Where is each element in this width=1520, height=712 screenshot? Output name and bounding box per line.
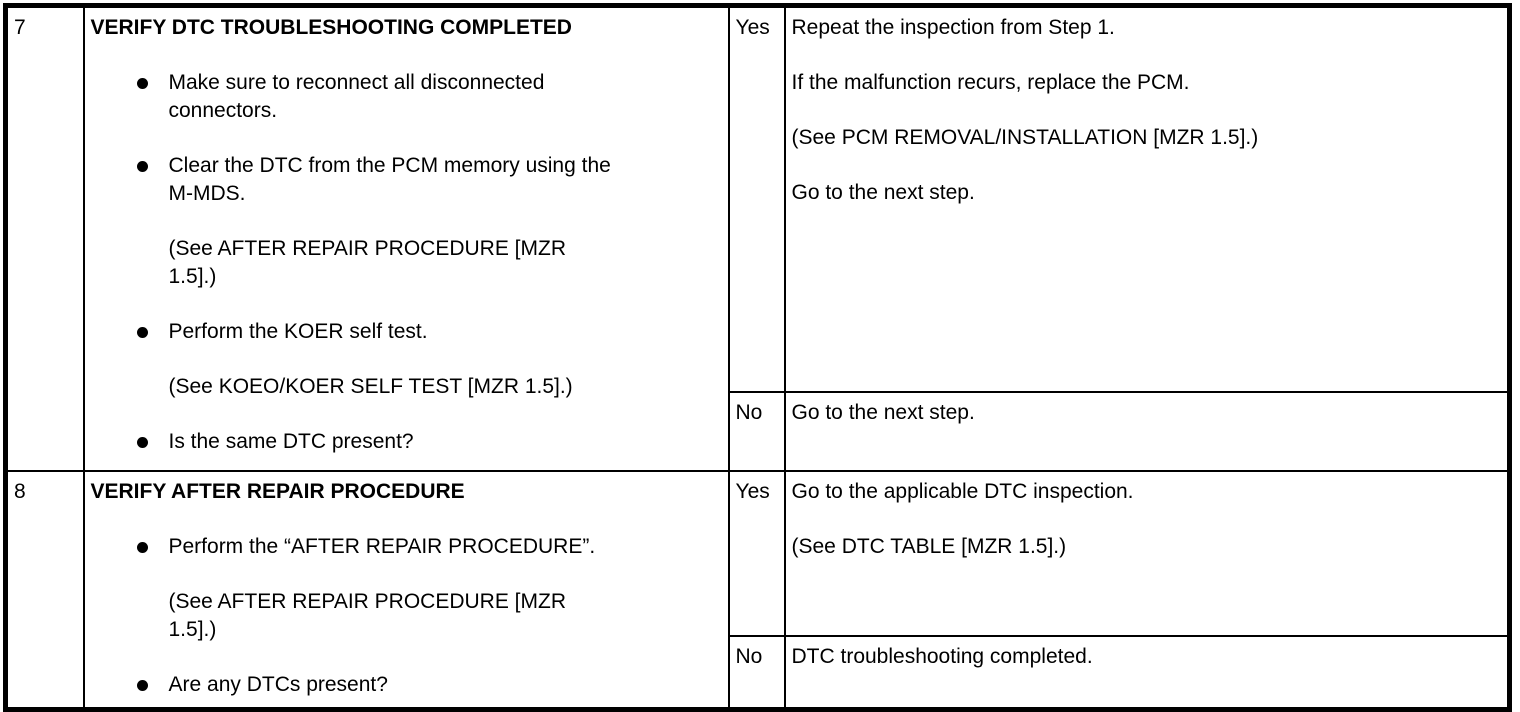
action-line: (See DTC TABLE [MZR 1.5].) xyxy=(791,534,1067,558)
list-item: Clear the DTC from the PCM memory using … xyxy=(135,152,724,208)
action-line: Go to the next step. xyxy=(791,181,975,204)
answer-label: No xyxy=(735,644,763,668)
list-item-text: Clear the DTC from the PCM memory using … xyxy=(168,154,611,205)
list-item: Perform the “AFTER REPAIR PROCEDURE”. xyxy=(135,533,724,561)
list-item: Perform the KOER self test. xyxy=(135,318,724,346)
inspection-cell: VERIFY AFTER REPAIR PROCEDURE Perform th… xyxy=(82,469,730,711)
action-line: Go to the applicable DTC inspection. xyxy=(791,479,1134,503)
list-item: Are any DTCs present? xyxy=(135,671,724,699)
action-cell: DTC troubleshooting completed. xyxy=(783,634,1511,711)
bullet-icon xyxy=(135,318,169,346)
action-cell: Go to the next step. xyxy=(783,390,1511,472)
answer-cell-no: No xyxy=(727,390,786,472)
step-number-cell: 7 xyxy=(4,4,85,472)
table-row: No DTC troubleshooting completed. xyxy=(6,634,1511,711)
list-item: Make sure to reconnect all disconnected … xyxy=(135,69,724,125)
list-item: Is the same DTC present? xyxy=(135,428,724,456)
list-item-text: Are any DTCs present? xyxy=(168,672,388,696)
list-item-text: Perform the KOER self test. xyxy=(168,320,428,343)
step-number: 8 xyxy=(14,479,26,503)
step-number-cell: 8 xyxy=(4,469,85,711)
list-item-text: Perform the “AFTER REPAIR PROCEDURE”. xyxy=(168,534,596,558)
action-line: Go to the next step. xyxy=(791,400,975,424)
action-cell: Repeat the inspection from Step 1. If th… xyxy=(783,4,1511,393)
see-reference-text: (See AFTER REPAIR PROCEDURE [MZR 1.5].) xyxy=(168,589,567,641)
bullet-icon xyxy=(135,69,169,125)
answer-cell-no: No xyxy=(727,634,786,711)
list-item-text: Is the same DTC present? xyxy=(168,430,414,453)
action-cell: Go to the applicable DTC inspection. (Se… xyxy=(783,469,1511,637)
troubleshooting-table: 7 VERIFY DTC TROUBLESHOOTING COMPLETED M… xyxy=(3,3,1512,712)
bullet-icon xyxy=(135,152,169,208)
table-row: 7 VERIFY DTC TROUBLESHOOTING COMPLETED M… xyxy=(4,4,1511,472)
answer-cell-yes: Yes xyxy=(727,4,786,393)
list-item-text: Make sure to reconnect all disconnected … xyxy=(168,71,545,122)
see-reference-text: (See AFTER REPAIR PROCEDURE [MZR 1.5].) xyxy=(168,237,567,288)
table-row: No Go to the next step. xyxy=(6,390,1511,472)
bullet-icon xyxy=(135,428,169,456)
answer-cell-yes: Yes xyxy=(727,469,786,637)
answer-label: Yes xyxy=(735,479,770,503)
action-line: If the malfunction recurs, replace the P… xyxy=(791,71,1190,94)
inspection-cell: VERIFY DTC TROUBLESHOOTING COMPLETED Mak… xyxy=(82,4,730,472)
table-row: 8 VERIFY AFTER REPAIR PROCEDURE Perform … xyxy=(4,469,1511,711)
bullet-icon xyxy=(135,671,169,699)
step-title: VERIFY AFTER REPAIR PROCEDURE xyxy=(90,479,465,503)
action-line: (See PCM REMOVAL/INSTALLATION [MZR 1.5].… xyxy=(791,126,1259,149)
bullet-icon xyxy=(135,533,169,561)
action-line: DTC troubleshooting completed. xyxy=(791,644,1093,668)
see-reference-text: (See KOEO/KOER SELF TEST [MZR 1.5].) xyxy=(168,375,573,398)
step-number: 7 xyxy=(14,16,26,39)
answer-label: Yes xyxy=(735,16,770,39)
answer-label: No xyxy=(735,400,763,424)
step-title: VERIFY DTC TROUBLESHOOTING COMPLETED xyxy=(90,16,572,39)
action-line: Repeat the inspection from Step 1. xyxy=(791,16,1115,39)
